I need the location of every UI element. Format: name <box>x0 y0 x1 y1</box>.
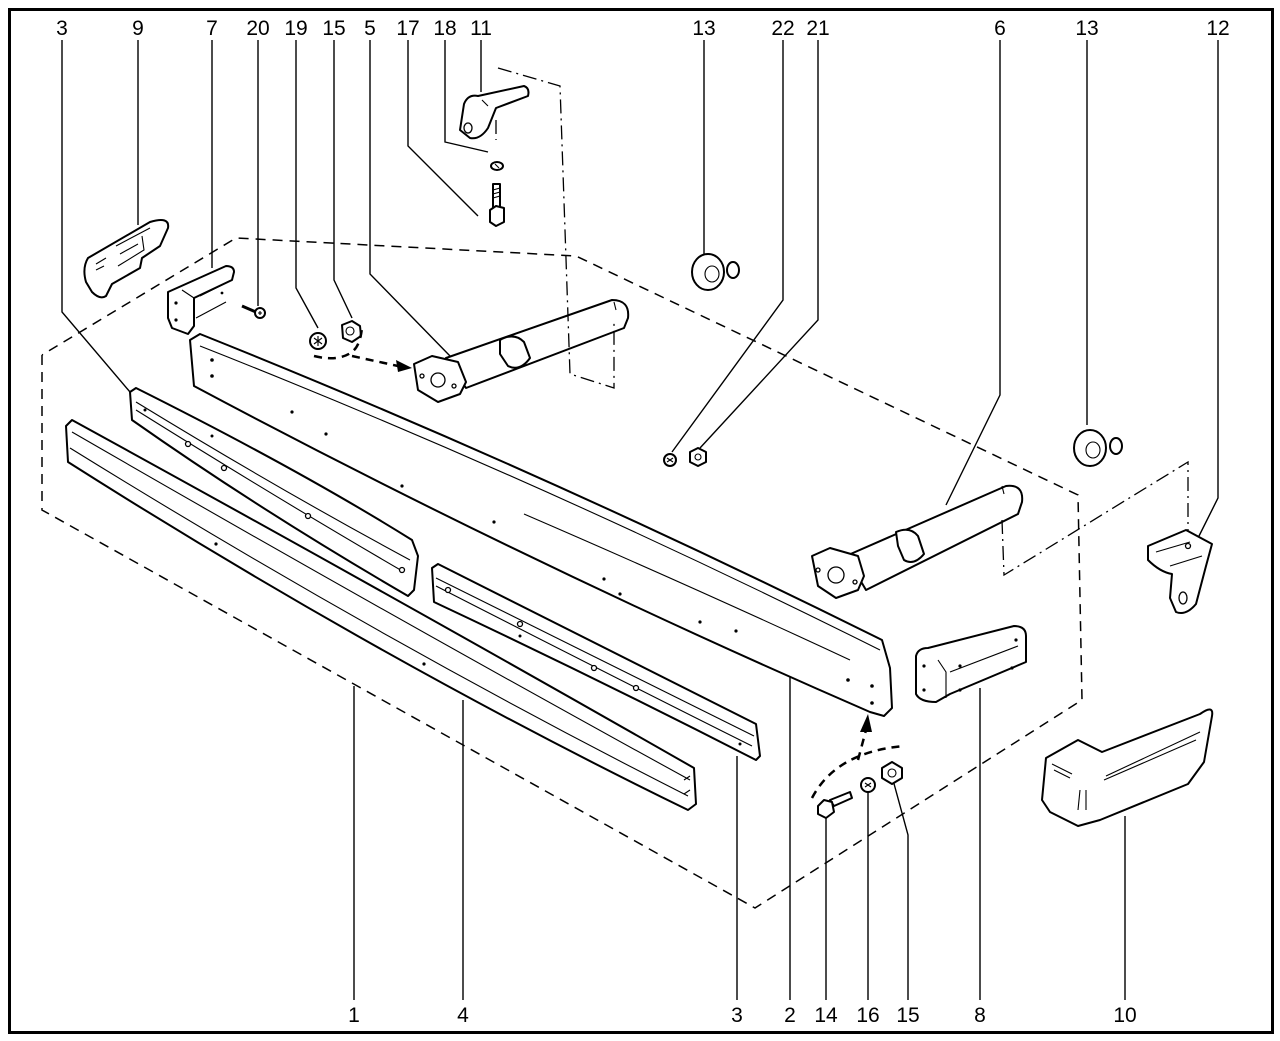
assembly-arrow-right <box>810 714 905 799</box>
nut-21[interactable] <box>689 447 707 467</box>
left-mounting-bracket-part[interactable] <box>167 265 235 335</box>
trim-strip-3-left[interactable] <box>129 387 419 597</box>
callout-13-left: 13 <box>692 17 715 40</box>
callout-15-top: 15 <box>322 17 345 40</box>
leader-lines-bottom <box>353 676 1126 1000</box>
callout-14: 14 <box>814 1004 838 1027</box>
callout-21: 21 <box>806 17 829 40</box>
left-end-cap-part[interactable] <box>83 219 170 299</box>
callout-8: 8 <box>974 1004 986 1027</box>
diagram-frame <box>8 8 1274 1034</box>
callout-13-right: 13 <box>1075 17 1098 40</box>
callout-17: 17 <box>396 17 419 40</box>
assembly-boundary <box>41 237 1083 909</box>
left-support-bracket-part[interactable] <box>459 85 530 140</box>
lock-washer-19[interactable] <box>309 332 327 350</box>
spring-washer-18[interactable] <box>490 161 504 171</box>
callout-5: 5 <box>364 17 376 40</box>
bolt-14-part[interactable] <box>817 791 853 819</box>
self-tapping-screw-part[interactable] <box>241 304 266 319</box>
callout-18: 18 <box>433 17 456 40</box>
callout-15-bottom: 15 <box>896 1004 919 1027</box>
callout-19: 19 <box>284 17 307 40</box>
callout-4: 4 <box>457 1004 469 1027</box>
right-mounting-bracket-part[interactable] <box>915 625 1027 703</box>
lock-washer-22[interactable] <box>663 453 677 467</box>
leader-lines-top <box>61 40 1219 539</box>
callout-11: 11 <box>470 17 492 40</box>
bumper-beam-part[interactable] <box>189 333 893 717</box>
callout-2: 2 <box>784 1004 796 1027</box>
callout-7: 7 <box>206 17 218 40</box>
nut-15-upper[interactable] <box>341 320 362 343</box>
rubber-grommet-13-lower[interactable] <box>1073 429 1123 467</box>
bolt-17-part[interactable] <box>489 183 505 227</box>
callout-12: 12 <box>1206 17 1229 40</box>
callout-9: 9 <box>132 17 144 40</box>
callout-1: 1 <box>348 1004 360 1027</box>
callout-3-top: 3 <box>56 17 68 40</box>
left-mounting-tube-part[interactable] <box>413 299 630 403</box>
assembly-arrow-left <box>313 327 412 372</box>
lock-washer-16[interactable] <box>860 777 876 793</box>
callout-6: 6 <box>994 17 1006 40</box>
trim-strip-3-right[interactable] <box>431 563 761 761</box>
nut-15-lower[interactable] <box>881 761 903 785</box>
callout-16: 16 <box>856 1004 879 1027</box>
alignment-line-left <box>497 67 615 389</box>
callout-20: 20 <box>246 17 269 40</box>
right-end-cap-part[interactable] <box>1041 708 1214 827</box>
callout-10: 10 <box>1113 1004 1136 1027</box>
right-support-bracket-part[interactable] <box>1147 529 1213 614</box>
right-mounting-tube-part[interactable] <box>811 484 1024 599</box>
rubber-grommet-13-upper[interactable] <box>691 253 740 291</box>
bumper-cover-part[interactable] <box>65 419 697 811</box>
callout-labels-bottom: 1 4 3 2 14 16 15 8 10 <box>348 1004 1137 1027</box>
callout-labels-top: 3 9 7 20 19 15 5 17 18 11 13 22 21 6 13 … <box>56 17 1230 40</box>
callout-22: 22 <box>771 17 794 40</box>
callout-3-bottom: 3 <box>731 1004 743 1027</box>
alignment-line-right <box>1001 460 1189 577</box>
